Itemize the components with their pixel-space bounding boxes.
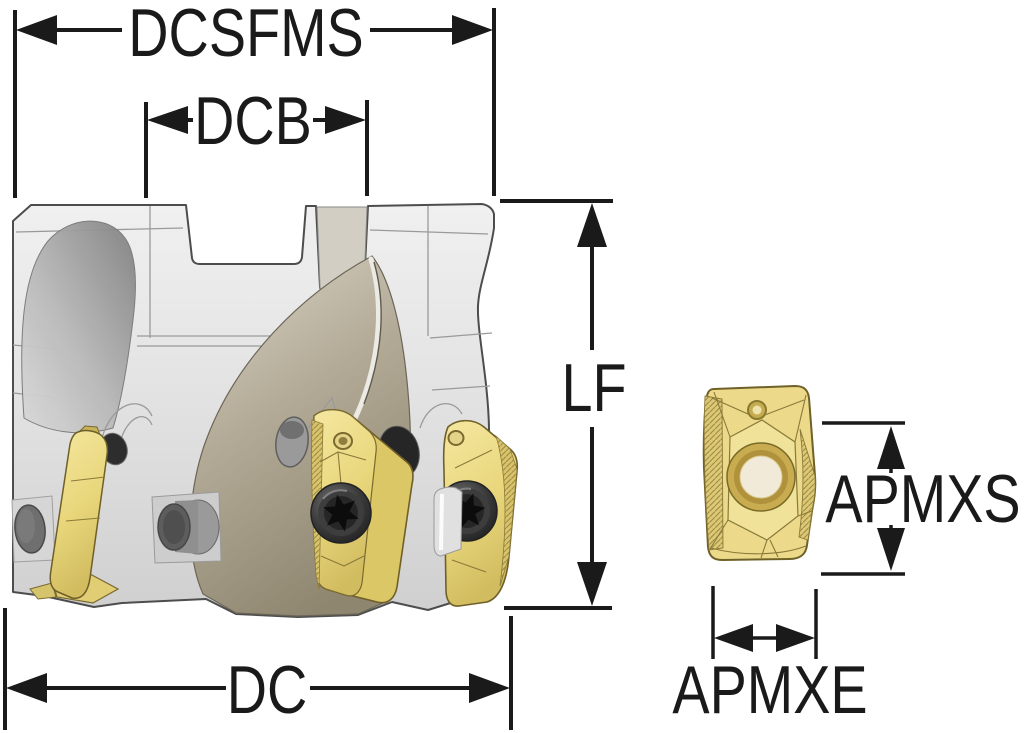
dim-dc: [3, 608, 513, 730]
insert-middle: [310, 408, 414, 604]
arrowhead-up: [877, 426, 905, 469]
arrowhead-left: [6, 673, 47, 703]
arrowhead-left: [16, 15, 57, 45]
dimension-annotations: [3, 8, 905, 730]
dim-lf: [500, 199, 613, 610]
arrowhead-left: [147, 106, 188, 134]
dim-apmxs: [821, 421, 905, 576]
dim-apmxe: [711, 586, 818, 659]
arrowhead-right: [452, 15, 493, 45]
coolant-pin-left: [11, 495, 56, 563]
dim-label-apmxe: APMXE: [672, 652, 868, 728]
arrowhead-right: [325, 106, 366, 134]
torx-screw: [310, 482, 372, 544]
insert-right: [433, 419, 519, 607]
dim-label-dc: DC: [226, 652, 308, 728]
dim-dcsfms: [13, 8, 496, 198]
arrowhead-down: [877, 528, 905, 571]
cutter-illustration: [11, 203, 519, 618]
insert-left: [29, 425, 120, 604]
left-flute-recess: [21, 220, 136, 434]
chip-deflector: [275, 416, 309, 468]
center-bore: [726, 442, 796, 512]
insert-detail-illustration: [702, 384, 817, 562]
arrowhead-down: [577, 562, 607, 606]
dim-label-dcb: DCB: [194, 83, 312, 159]
dim-dcb: [144, 100, 369, 198]
arrowhead-right: [776, 624, 815, 652]
dim-label-apmxs: APMXS: [825, 461, 1021, 537]
arrowhead-right: [469, 673, 510, 703]
dim-label-dcsfms: DCSFMS: [128, 0, 364, 71]
dim-label-lf: LF: [561, 350, 627, 426]
arrowhead-up: [577, 203, 607, 247]
coolant-pin-center: [151, 491, 222, 564]
screw-access-clamp: [433, 486, 463, 557]
arrowhead-left: [714, 624, 753, 652]
